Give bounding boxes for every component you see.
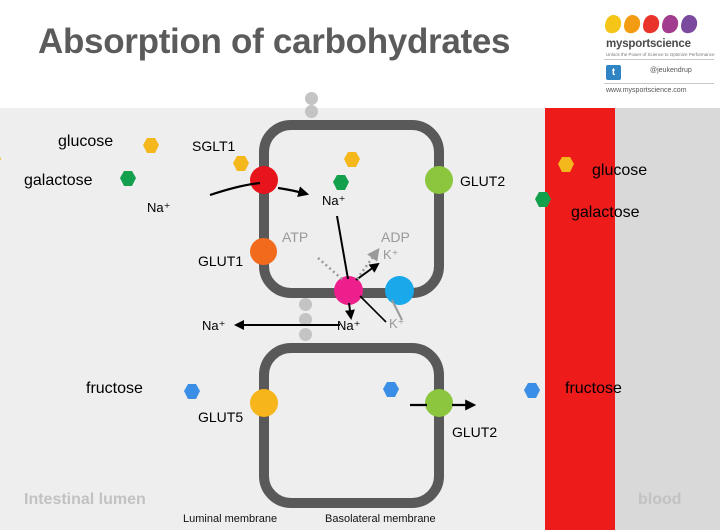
- tight-junction-dot: [299, 328, 312, 341]
- glucose-molecule: [233, 156, 249, 171]
- tight-junction-dot: [299, 313, 312, 326]
- k-ion-label: K⁺: [383, 247, 399, 262]
- glut2-transporter-bottom: [425, 389, 453, 417]
- glut2-label: GLUT2: [460, 173, 506, 189]
- blood-vessel: [545, 108, 615, 530]
- fructose-molecule: [184, 384, 200, 399]
- k-bottom-to-pump-line: [359, 295, 387, 323]
- galactose-molecule: [535, 192, 551, 207]
- website-link[interactable]: www.mysportscience.com: [606, 87, 687, 94]
- na-ion-label: Na⁺: [337, 318, 361, 333]
- glut1-label: GLUT1: [198, 253, 244, 269]
- brand-logo-icon: [605, 15, 698, 34]
- glut1-transporter: [250, 238, 277, 265]
- galactose-label: galactose: [24, 172, 93, 189]
- pump-k-in-arrow: [355, 262, 380, 281]
- blood-label: blood: [638, 491, 682, 508]
- intestinal-lumen-label: Intestinal lumen: [24, 491, 146, 508]
- glut5-transporter: [250, 389, 278, 417]
- glut5-label: GLUT5: [198, 409, 244, 425]
- brand-logo: mysportscience Unlock the Power of Scien…: [604, 14, 716, 57]
- page-title: Absorption of carbohydrates: [38, 22, 511, 61]
- tight-junction-dot: [305, 105, 318, 118]
- atp-label: ATP: [282, 229, 309, 245]
- galactose-molecule: [120, 171, 136, 186]
- fructose-label: fructose: [86, 380, 143, 397]
- na-ion-label: Na⁺: [202, 318, 226, 333]
- glucose-molecule: [143, 138, 159, 153]
- k-channel-out-arrow: [391, 299, 403, 321]
- na-ion-label: Na⁺: [322, 193, 346, 208]
- na-to-pump-arrow: [336, 215, 349, 280]
- logo-blob-yellow: [605, 15, 622, 34]
- brand-divider: [604, 83, 714, 84]
- logo-blob-violet: [681, 15, 698, 34]
- glucose-molecule: [558, 157, 574, 172]
- tight-junction-dot: [305, 92, 318, 105]
- adp-label: ADP: [381, 229, 410, 245]
- twitter-icon: t: [606, 65, 621, 80]
- logo-blob-red: [643, 15, 660, 34]
- atp-dotted-arrow: [317, 257, 344, 281]
- sglt1-na-arrow-out: [277, 186, 310, 198]
- basolateral-membrane-label: Basolateral membrane: [325, 513, 436, 525]
- na-k-pump: [334, 276, 363, 305]
- glut2-label: GLUT2: [452, 424, 498, 440]
- galactose-label: galactose: [571, 204, 640, 221]
- glucose-molecule: [0, 157, 1, 161]
- twitter-handle-row[interactable]: t @jeukendrup: [604, 64, 714, 82]
- logo-blob-orange: [624, 15, 641, 34]
- pump-na-out-arrow: [344, 302, 355, 320]
- k-channel: [385, 276, 414, 305]
- sglt1-transporter: [250, 166, 278, 194]
- brand-divider: [604, 59, 714, 60]
- header: Absorption of carbohydrates: [0, 0, 720, 108]
- brand-name: mysportscience: [606, 38, 691, 50]
- glut2-transporter: [425, 166, 453, 194]
- logo-blob-purple: [662, 15, 679, 34]
- luminal-membrane-label: Luminal membrane: [183, 513, 278, 525]
- k-ion-label: K⁺: [389, 316, 405, 331]
- sglt1-label: SGLT1: [192, 138, 236, 154]
- glucose-label: glucose: [592, 162, 648, 179]
- fructose-molecule: [383, 382, 399, 397]
- sglt1-na-arrow-in: [209, 181, 261, 197]
- adp-dotted-arrow: [355, 247, 380, 280]
- fructose-label: fructose: [565, 380, 622, 397]
- twitter-handle: @jeukendrup: [650, 67, 692, 74]
- glucose-label: glucose: [58, 133, 114, 150]
- brand-tagline: Unlock the Power of Science to Optimize …: [606, 52, 715, 57]
- fructose-molecule: [524, 383, 540, 398]
- tight-junction-dot: [299, 298, 312, 311]
- na-ion-label: Na⁺: [147, 200, 171, 215]
- galactose-molecule: [333, 175, 349, 190]
- glucose-molecule: [344, 152, 360, 167]
- enterocyte-bottom: [259, 343, 444, 508]
